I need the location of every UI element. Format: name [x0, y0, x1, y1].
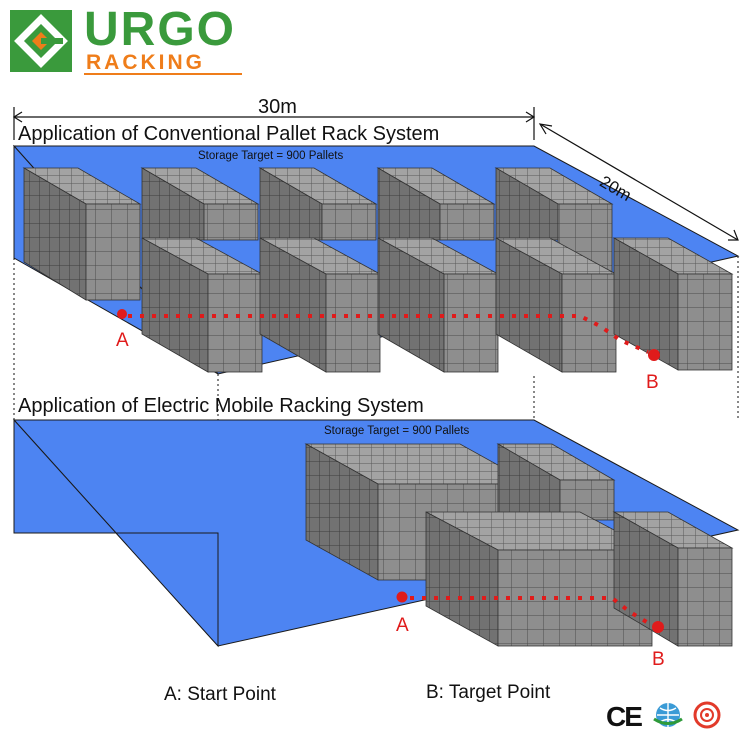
top-point-a: A — [116, 330, 129, 351]
brand-underline — [84, 73, 242, 75]
top-storage-target: Storage Target = 900 Pallets — [198, 150, 344, 162]
ce-mark: CE — [606, 701, 643, 732]
top-point-b: B — [646, 372, 659, 393]
bottom-floor-left — [13, 418, 219, 648]
sgs-icon — [693, 701, 721, 729]
top-title: Application of Conventional Pallet Rack … — [18, 123, 440, 145]
top-path — [117, 309, 660, 361]
top-rack-back-row — [22, 167, 614, 301]
legend-start-point: A: Start Point — [164, 684, 276, 705]
dimension-20m-line — [538, 123, 739, 241]
connector-lines — [13, 256, 739, 533]
bottom-storage-target: Storage Target = 900 Pallets — [324, 425, 470, 437]
brand-name: URGO — [84, 3, 236, 56]
legend-target-point: B: Target Point — [426, 682, 551, 703]
dimension-30m-line — [12, 107, 536, 140]
bottom-title: Application of Electric Mobile Racking S… — [18, 395, 424, 417]
width-label: 30m — [258, 96, 297, 118]
bottom-path — [396, 591, 664, 633]
urgo-logo-icon — [10, 10, 72, 72]
bottom-point-a: A — [396, 615, 409, 636]
top-rack-front-row — [141, 237, 734, 373]
globe-cert-icon — [653, 703, 683, 727]
brand-sub: RACKING — [86, 51, 205, 74]
bottom-point-b: B — [652, 649, 665, 670]
top-path-line — [128, 314, 649, 354]
bottom-rack-front-block — [425, 511, 734, 647]
